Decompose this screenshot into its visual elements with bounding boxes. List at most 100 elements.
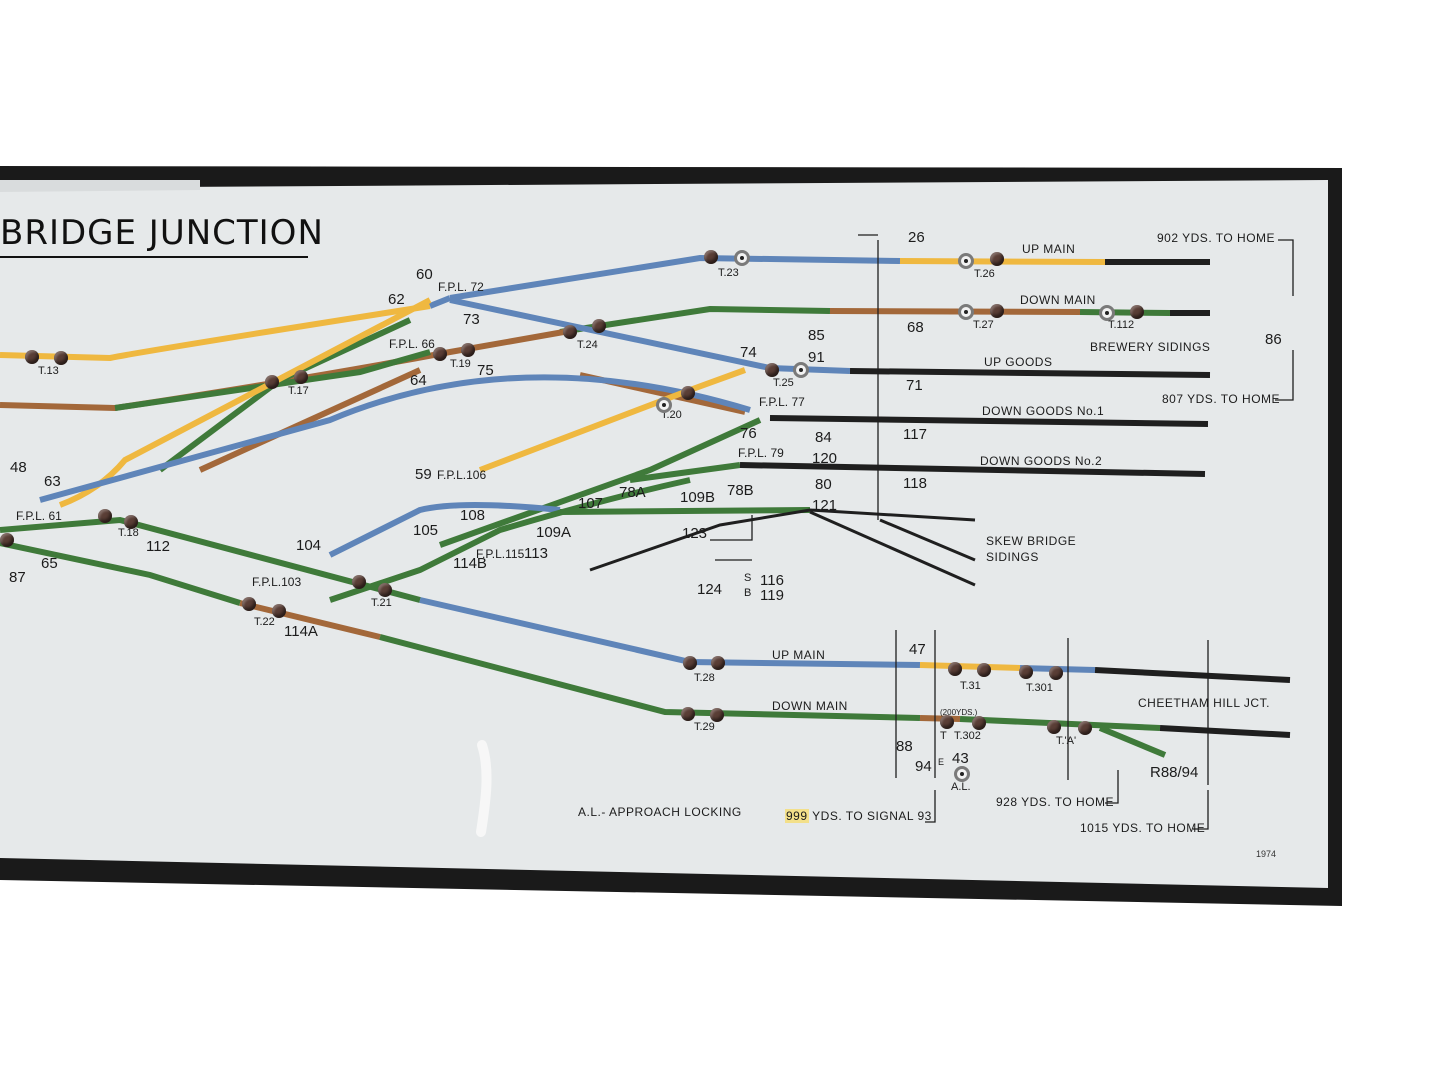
tc-label: T.301	[1026, 682, 1053, 694]
stud-t26b[interactable]	[990, 252, 1004, 266]
stud-t27a[interactable]	[958, 304, 974, 320]
track-down-main-bottom	[1159, 725, 1291, 738]
stud-t13b[interactable]	[54, 351, 68, 365]
lever-87: 87	[9, 569, 26, 586]
stud-t25b[interactable]	[793, 362, 809, 378]
stud-t301b[interactable]	[1049, 666, 1063, 680]
track-up-main-bottom	[919, 662, 1021, 671]
track-up-main-top	[0, 303, 431, 362]
lever-73: 73	[463, 311, 480, 328]
stud-t25a[interactable]	[765, 363, 779, 377]
stud-t27b[interactable]	[990, 304, 1004, 318]
lever-114b: 114B	[453, 555, 487, 572]
lever-88: 88	[896, 738, 913, 755]
stud-t29a[interactable]	[681, 707, 695, 721]
track-up-main-top	[428, 295, 452, 309]
stud-t302b[interactable]	[972, 716, 986, 730]
label-skew-bridge: SKEW BRIDGE	[986, 534, 1077, 548]
tc-label: T.28	[694, 672, 715, 684]
track-down-goods-2	[739, 462, 1206, 477]
lever-117: 117	[903, 426, 927, 443]
track-down-main-bottom	[239, 600, 381, 640]
lever-47: 47	[909, 641, 926, 658]
track-down-main-top	[1079, 309, 1171, 316]
lever-66: F.P.L. 66	[389, 337, 435, 351]
tc-label: T.25	[773, 377, 794, 389]
stud-t18b[interactable]	[124, 515, 138, 529]
stud-al[interactable]	[954, 766, 970, 782]
stud-t28a[interactable]	[683, 656, 697, 670]
stud-t301a[interactable]	[1019, 665, 1033, 679]
stud-t20a[interactable]	[656, 397, 672, 413]
stud-t29b[interactable]	[710, 708, 724, 722]
stud-t22b[interactable]	[272, 604, 286, 618]
track-up-main-top	[449, 254, 901, 301]
lever-48: 48	[10, 459, 27, 476]
tc-label: T.20	[661, 409, 682, 421]
lever-119: 119	[760, 587, 784, 604]
lever-85: 85	[808, 327, 825, 344]
stud-t17a[interactable]	[265, 375, 279, 389]
stud-t28b[interactable]	[711, 656, 725, 670]
lever-78a: 78A	[619, 484, 646, 501]
stud-t302a[interactable]	[940, 715, 954, 729]
bracket-902	[1278, 239, 1294, 296]
distance-902: 902 YDS. TO HOME	[1157, 231, 1276, 245]
bracket-928	[1105, 770, 1119, 804]
stud-t23a[interactable]	[704, 250, 718, 264]
sb-s: S	[744, 572, 752, 584]
lever-79: F.P.L. 79	[738, 446, 784, 460]
stud-t21b[interactable]	[378, 583, 392, 597]
distance-1015: 1015 YDS. TO HOME	[1080, 821, 1206, 835]
label-down-main-bottom: DOWN MAIN	[772, 699, 848, 713]
distance-928: 928 YDS. TO HOME	[996, 795, 1115, 809]
lever-65: 65	[41, 555, 58, 572]
lever-80: 80	[815, 476, 832, 493]
lever-68: 68	[907, 319, 924, 336]
lever-114a: 114A	[284, 623, 318, 640]
stud-t31a[interactable]	[948, 662, 962, 676]
stud-t112b[interactable]	[1130, 305, 1144, 319]
year-label: 1974	[1256, 849, 1277, 859]
sb-b: B	[744, 587, 752, 599]
stud-t24b[interactable]	[592, 319, 606, 333]
stud-t112a[interactable]	[1099, 305, 1115, 321]
stud-t22a[interactable]	[242, 597, 256, 611]
stud-t13a[interactable]	[25, 350, 39, 364]
lever-86: 86	[1265, 331, 1282, 348]
stud-t19b[interactable]	[461, 343, 475, 357]
tc-label: T.13	[38, 365, 59, 377]
al-label: A.L.	[951, 781, 971, 793]
lever-76: 76	[740, 425, 757, 442]
stud-t17b[interactable]	[294, 370, 308, 384]
stud-left[interactable]	[0, 533, 14, 547]
stud-ta-a[interactable]	[1047, 720, 1061, 734]
tc-label: T.29	[694, 721, 715, 733]
lever-118: 118	[903, 475, 927, 492]
track-main-left	[114, 349, 431, 411]
lever-105: 105	[413, 522, 439, 539]
stud-t20b[interactable]	[681, 386, 695, 400]
track-up-main-bottom	[1094, 667, 1291, 683]
stud-t31b[interactable]	[977, 663, 991, 677]
lever-94: 94	[915, 758, 932, 775]
lever-109b: 109B	[680, 489, 716, 506]
stud-t19a[interactable]	[433, 347, 447, 361]
tc-label: T.18	[118, 527, 139, 539]
stud-t26a[interactable]	[958, 253, 974, 269]
stud-t18a[interactable]	[98, 509, 112, 523]
stud-t24a[interactable]	[563, 325, 577, 339]
tc-label: T.24	[577, 339, 598, 351]
thin-lines	[710, 234, 1294, 830]
distance-999: 999 YDS. TO SIGNAL 93	[785, 809, 932, 823]
label-brewery-sidings: BREWERY SIDINGS	[1090, 340, 1211, 354]
stud-t23b[interactable]	[734, 250, 750, 266]
tc-label: T.23	[718, 267, 739, 279]
stud-ta-b[interactable]	[1078, 721, 1092, 735]
bracket-807	[1275, 350, 1294, 401]
track-up-main-bottom	[0, 516, 421, 603]
lever-121: 121	[812, 497, 838, 514]
lever-64: 64	[410, 372, 427, 389]
tc-label: T.17	[288, 385, 309, 397]
stud-t21a[interactable]	[352, 575, 366, 589]
